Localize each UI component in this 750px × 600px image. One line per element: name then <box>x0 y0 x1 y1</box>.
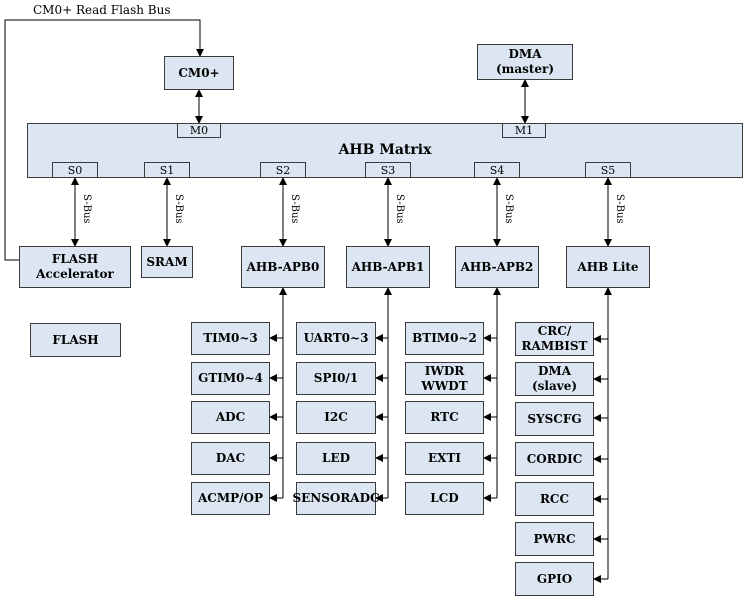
apb1-peripheral: SENSORADC <box>292 482 380 515</box>
apb0-peripheral: TIM0~3 <box>191 322 270 355</box>
ahb-lite-box: AHB Lite <box>566 246 650 288</box>
sbus-label: S-Bus <box>503 194 514 224</box>
apb0-peripheral: ADC <box>191 401 270 434</box>
flash-box: FLASH <box>30 323 121 357</box>
cm0-plus-box: CM0+ <box>164 56 234 90</box>
read-flash-bus-label: CM0+ Read Flash Bus <box>33 3 171 17</box>
port-m1: M1 <box>502 123 546 138</box>
port-s0: S0 <box>52 162 98 178</box>
port-m0: M0 <box>177 123 221 138</box>
apb1-peripheral: I2C <box>296 401 376 434</box>
apb0-peripheral: GTIM0~4 <box>191 362 270 395</box>
apb2-peripheral: BTIM0~2 <box>405 322 484 355</box>
ahb-lite-peripheral: GPIO <box>515 562 594 596</box>
dma-master-box: DMA (master) <box>477 44 573 80</box>
ahb-apb1-box: AHB-APB1 <box>346 246 430 288</box>
apb1-peripheral: LED <box>296 442 376 475</box>
port-s4: S4 <box>474 162 520 178</box>
ahb-matrix-title: AHB Matrix <box>338 141 432 158</box>
apb1-peripheral: SPI0/1 <box>296 362 376 395</box>
apb2-peripheral: RTC <box>405 401 484 434</box>
port-s1: S1 <box>144 162 190 178</box>
sbus-label: S-Bus <box>81 194 92 224</box>
apb1-peripheral: UART0~3 <box>296 322 376 355</box>
sbus-label: S-Bus <box>394 194 405 224</box>
ahb-lite-peripheral: CORDIC <box>515 442 594 476</box>
port-s5: S5 <box>585 162 631 178</box>
port-s3: S3 <box>365 162 411 178</box>
apb0-peripheral: ACMP/OP <box>191 482 270 515</box>
sbus-label: S-Bus <box>173 194 184 224</box>
ahb-lite-peripheral: CRC/ RAMBIST <box>515 322 594 356</box>
read-flash-bus-line <box>4 19 204 261</box>
ahb-apb2-box: AHB-APB2 <box>455 246 539 288</box>
flash-accelerator-box: FLASH Accelerator <box>19 246 131 288</box>
port-s2: S2 <box>260 162 306 178</box>
apb2-peripheral: LCD <box>405 482 484 515</box>
ahb-lite-peripheral: SYSCFG <box>515 402 594 436</box>
sbus-label: S-Bus <box>614 194 625 224</box>
ahb-apb0-box: AHB-APB0 <box>241 246 325 288</box>
ahb-lite-peripheral: RCC <box>515 482 594 516</box>
apb2-peripheral: EXTI <box>405 442 484 475</box>
apb0-peripheral: DAC <box>191 442 270 475</box>
sbus-label: S-Bus <box>289 194 300 224</box>
apb2-peripheral: IWDR WWDT <box>405 362 484 395</box>
sram-box: SRAM <box>141 246 193 278</box>
ahb-lite-peripheral: PWRC <box>515 522 594 556</box>
ahb-lite-peripheral: DMA (slave) <box>515 362 594 396</box>
